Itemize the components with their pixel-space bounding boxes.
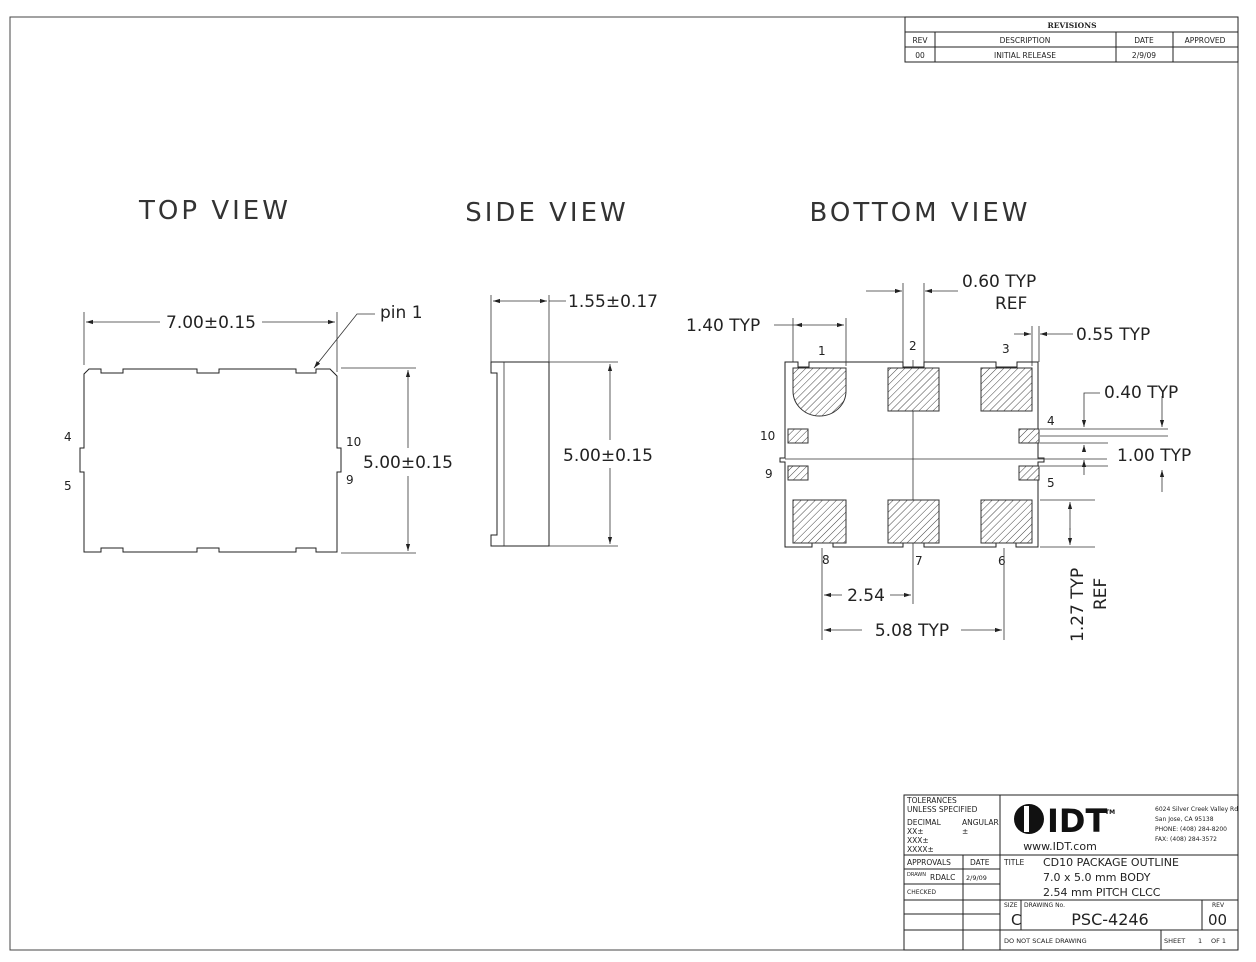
- top-view-outline: [79, 368, 342, 553]
- angular-value: ±: [962, 827, 968, 836]
- pad-height-dim-line2: REF: [1091, 578, 1111, 610]
- approved-col-header: APPROVED: [1185, 36, 1226, 45]
- bottom-pin-4: 4: [1047, 414, 1055, 428]
- rev-label: REV: [1212, 902, 1225, 909]
- rev-col-header: REV: [912, 36, 928, 45]
- sheet-border: [9, 16, 1239, 951]
- sheet-number: 1: [1198, 937, 1202, 945]
- website: www.IDT.com: [1023, 840, 1097, 853]
- revision-date: 2/9/09: [1132, 51, 1156, 60]
- outer-pitch-dim: 5.08 TYP: [875, 621, 949, 641]
- side-view: 1.55±0.17 5.00±0.15: [490, 292, 658, 547]
- angular-label: ANGULAR: [962, 818, 999, 827]
- logo-wordmark: IDT: [1047, 802, 1107, 840]
- title-block: TOLERANCES UNLESS SPECIFIED DECIMAL ANGU…: [903, 794, 1239, 951]
- top-width-dimension: 7.00±0.15: [166, 313, 256, 333]
- drawing-no-value: PSC-4246: [1071, 910, 1148, 929]
- side-height-dimension: 5.00±0.15: [563, 446, 653, 466]
- pad-8: [792, 499, 847, 544]
- top-pin-5: 5: [64, 479, 72, 493]
- side-view-outline: [490, 361, 550, 547]
- pad-width-dim-line1: 0.60 TYP: [962, 272, 1036, 292]
- bottom-view-outline: [779, 361, 1045, 548]
- revisions-heading: REVISIONS: [1047, 21, 1096, 30]
- do-not-scale-note: DO NOT SCALE DRAWING: [1004, 937, 1087, 945]
- idt-logo: IDT TM: [1014, 802, 1115, 840]
- address-line2: San Jose, CA 95138: [1155, 816, 1214, 823]
- title-label: TITLE: [1003, 858, 1025, 867]
- revision-description: INITIAL RELEASE: [994, 51, 1056, 60]
- small-pad-height-dim: 0.40 TYP: [1104, 383, 1178, 403]
- pitch-dim: 2.54: [847, 586, 885, 606]
- pad-1: [792, 367, 847, 417]
- decimal-label: DECIMAL: [907, 818, 942, 827]
- checked-label: CHECKED: [907, 889, 936, 896]
- bottom-pin-9: 9: [765, 467, 773, 481]
- top-pin-9: 9: [346, 473, 354, 487]
- top-height-dimension: 5.00±0.15: [363, 453, 453, 473]
- size-label: SIZE: [1004, 902, 1018, 909]
- approvals-date-label: DATE: [970, 858, 990, 867]
- pad-10: [787, 428, 809, 444]
- approvals-label: APPROVALS: [907, 858, 951, 867]
- address-fax: FAX: (408) 284-3572: [1155, 836, 1217, 843]
- top-pin-10: 10: [346, 435, 361, 449]
- top-pin-4: 4: [64, 430, 72, 444]
- pad-height-dim-line1: 1.27 TYP: [1068, 568, 1088, 642]
- drawn-label: DRAWN: [907, 872, 926, 878]
- side-view-title: SIDE VIEW: [465, 198, 628, 228]
- size-value: C: [1011, 911, 1021, 929]
- decimal-xxx: XXX±: [907, 836, 929, 845]
- bottom-pin-7: 7: [915, 554, 923, 568]
- bottom-view: 1 2 3 4 5 6 7 8 10 9 0.60 TYP REF 1.40 T…: [686, 272, 1191, 642]
- date-col-header: DATE: [1134, 36, 1154, 45]
- pad-6: [980, 499, 1033, 544]
- bottom-pin-1: 1: [818, 344, 826, 358]
- rev-value: 00: [1208, 911, 1227, 929]
- pad-9: [787, 465, 809, 481]
- title-line3: 2.54 mm PITCH CLCC: [1043, 886, 1161, 899]
- pad-7: [887, 499, 940, 544]
- sheet-label: SHEET: [1164, 937, 1185, 945]
- title-line1: CD10 PACKAGE OUTLINE: [1043, 856, 1179, 869]
- pad-4: [1018, 428, 1040, 444]
- drawn-by: RDALC: [930, 873, 955, 882]
- bottom-pin-5: 5: [1047, 476, 1055, 490]
- top-view: 7.00±0.15 pin 1 5.00±0.15 4 5 10 9: [64, 303, 453, 554]
- bottom-pin-3: 3: [1002, 342, 1010, 356]
- bottom-pin-10: 10: [760, 429, 775, 443]
- bottom-pin-6: 6: [998, 554, 1006, 568]
- title-line2: 7.0 x 5.0 mm BODY: [1043, 871, 1151, 884]
- revision-rev: 00: [915, 51, 925, 60]
- pin1-label: pin 1: [380, 303, 423, 323]
- pad-width-dim-line2: REF: [995, 294, 1027, 314]
- drawn-date: 2/9/09: [966, 874, 987, 882]
- side-pad-offset-dim: 0.55 TYP: [1076, 325, 1150, 345]
- revisions-table: REVISIONS REV DESCRIPTION DATE APPROVED …: [904, 16, 1239, 63]
- pad-2: [887, 367, 940, 412]
- tolerances-line1: TOLERANCES: [906, 796, 957, 805]
- bottom-pin-2: 2: [909, 339, 917, 353]
- pad-3: [980, 367, 1033, 412]
- address-line1: 6024 Silver Creek Valley Rd: [1155, 806, 1238, 813]
- drawing-no-label: DRAWING No.: [1024, 902, 1065, 909]
- small-pad-gap-dim: 1.00 TYP: [1117, 446, 1191, 466]
- corner-pad-width-dim: 1.40 TYP: [686, 316, 760, 336]
- description-col-header: DESCRIPTION: [1000, 36, 1051, 45]
- sheet-of: OF 1: [1211, 937, 1226, 945]
- bottom-pin-8: 8: [822, 553, 830, 567]
- top-view-title: TOP VIEW: [138, 196, 291, 226]
- bottom-view-title: BOTTOM VIEW: [810, 198, 1031, 228]
- side-thickness-dimension: 1.55±0.17: [568, 292, 658, 312]
- address-phone: PHONE: (408) 284-8200: [1155, 826, 1227, 833]
- decimal-xx: XX±: [907, 827, 924, 836]
- tolerances-line2: UNLESS SPECIFIED: [907, 805, 978, 814]
- pad-5: [1018, 465, 1040, 481]
- decimal-xxxx: XXXX±: [907, 845, 934, 854]
- logo-trademark: TM: [1105, 809, 1115, 816]
